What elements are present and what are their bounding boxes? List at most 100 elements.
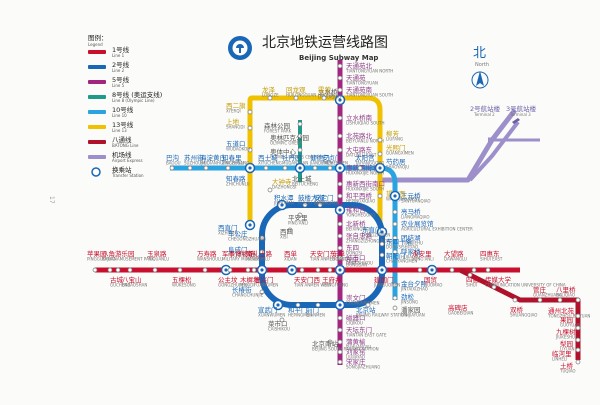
station-name-en: WUDAOKOU <box>226 147 250 152</box>
station-name-en: DONGDAN <box>346 263 367 268</box>
station-name-en: COMMUNICATION UNIVERSITY OF CHINA <box>485 283 566 288</box>
station-dot <box>203 268 207 272</box>
station-dot <box>204 166 208 170</box>
station-name-en: HUOYING <box>318 93 337 98</box>
legend-item-sub: BATONG Line <box>112 143 139 148</box>
station-name-en: DAWANGLU <box>444 257 467 262</box>
station-dot <box>338 340 342 344</box>
station-dot <box>393 306 397 310</box>
station-name-en: FUXINGMEN <box>254 283 278 288</box>
station-name-en: WUKESONG <box>172 283 196 288</box>
transfer-dot <box>338 303 341 306</box>
transfer-dot <box>393 194 396 197</box>
station-dot <box>338 316 342 320</box>
legend-swatch <box>88 125 106 129</box>
north-label: 北 <box>473 46 486 61</box>
station-name-en: GUANGXIMEN <box>386 151 414 156</box>
transfer-dot <box>290 268 293 271</box>
station-name-en: XI'ERQI <box>226 109 241 114</box>
station-name-en: SHUANGQIAO <box>510 313 537 318</box>
station-name-en: BEIJING RAILWAY STATION <box>356 313 407 318</box>
station-dot <box>393 222 397 226</box>
transfer-dot <box>248 166 251 169</box>
legend-swatch <box>88 155 106 159</box>
station-name-en: BABAOSHAN <box>122 283 147 288</box>
legend-swatch <box>88 110 106 114</box>
north-indicator: 北 North <box>472 46 489 88</box>
station-dot <box>328 268 332 272</box>
station-dot <box>576 360 580 364</box>
station-dot <box>378 194 382 198</box>
station-dot <box>450 268 454 272</box>
legend-item-sub: Line 2 <box>112 68 125 73</box>
station-dot <box>228 268 232 272</box>
station-name-en: BALIQIAO <box>556 293 575 298</box>
station-name-en: WANSHOULU <box>197 257 223 262</box>
station-name-en: LIANGMAQIAO <box>401 215 430 220</box>
transfer-dot <box>260 268 263 271</box>
title-area: 北京地铁运营线路图 Beijing Subway Map <box>228 35 388 62</box>
station-dot <box>393 296 397 300</box>
station-name-en: PANJIAYUAN <box>401 313 425 318</box>
transfer-dot <box>338 268 341 271</box>
station-name-en: GAOBEIDIAN <box>448 311 473 316</box>
station-dot <box>153 268 157 272</box>
station-dot <box>108 268 112 272</box>
station-name-en: HUILONGGUAN <box>286 93 316 98</box>
station-dot <box>358 166 362 170</box>
station-name-en: JINSONG <box>400 300 418 305</box>
station-name-en: DONGZHIMEN <box>362 233 390 238</box>
transfer-dot <box>248 223 251 226</box>
station-name-en: JIANGUOMEN <box>373 283 400 288</box>
station-dot <box>576 348 580 352</box>
station-dot <box>338 182 342 186</box>
station-dot <box>576 338 580 342</box>
station-name-en: MUXIDI <box>240 283 255 288</box>
terminal-3-label-en: Terminal 3 <box>509 112 531 117</box>
station-dot <box>472 268 476 272</box>
transfer-dot <box>338 208 341 211</box>
transfer-dot <box>224 268 227 271</box>
station-name-en: XITUCHENG <box>258 161 282 166</box>
station-name-en: WANGFUJING <box>322 283 348 288</box>
station-dot <box>128 268 132 272</box>
station-dot <box>338 328 342 332</box>
station-name-en: CHONGWENMEN <box>346 301 380 306</box>
legend-item-sub: Airport Express <box>112 158 143 163</box>
transfer-dot <box>380 268 383 271</box>
station-dot <box>178 268 182 272</box>
station-name-en: HEPINGMEN <box>288 313 312 318</box>
north-sub: North <box>475 62 489 68</box>
station-dot <box>378 152 382 156</box>
station-name-en: SANYUANQIAO <box>401 199 431 204</box>
station-name-en: BAGOU <box>166 161 181 166</box>
legend-item-sub: Line 5 <box>112 83 125 88</box>
legend-item-sub: Line 10 <box>112 113 127 118</box>
station-name-en: SHAOYAOJU <box>386 165 409 170</box>
station-dot <box>170 166 174 170</box>
